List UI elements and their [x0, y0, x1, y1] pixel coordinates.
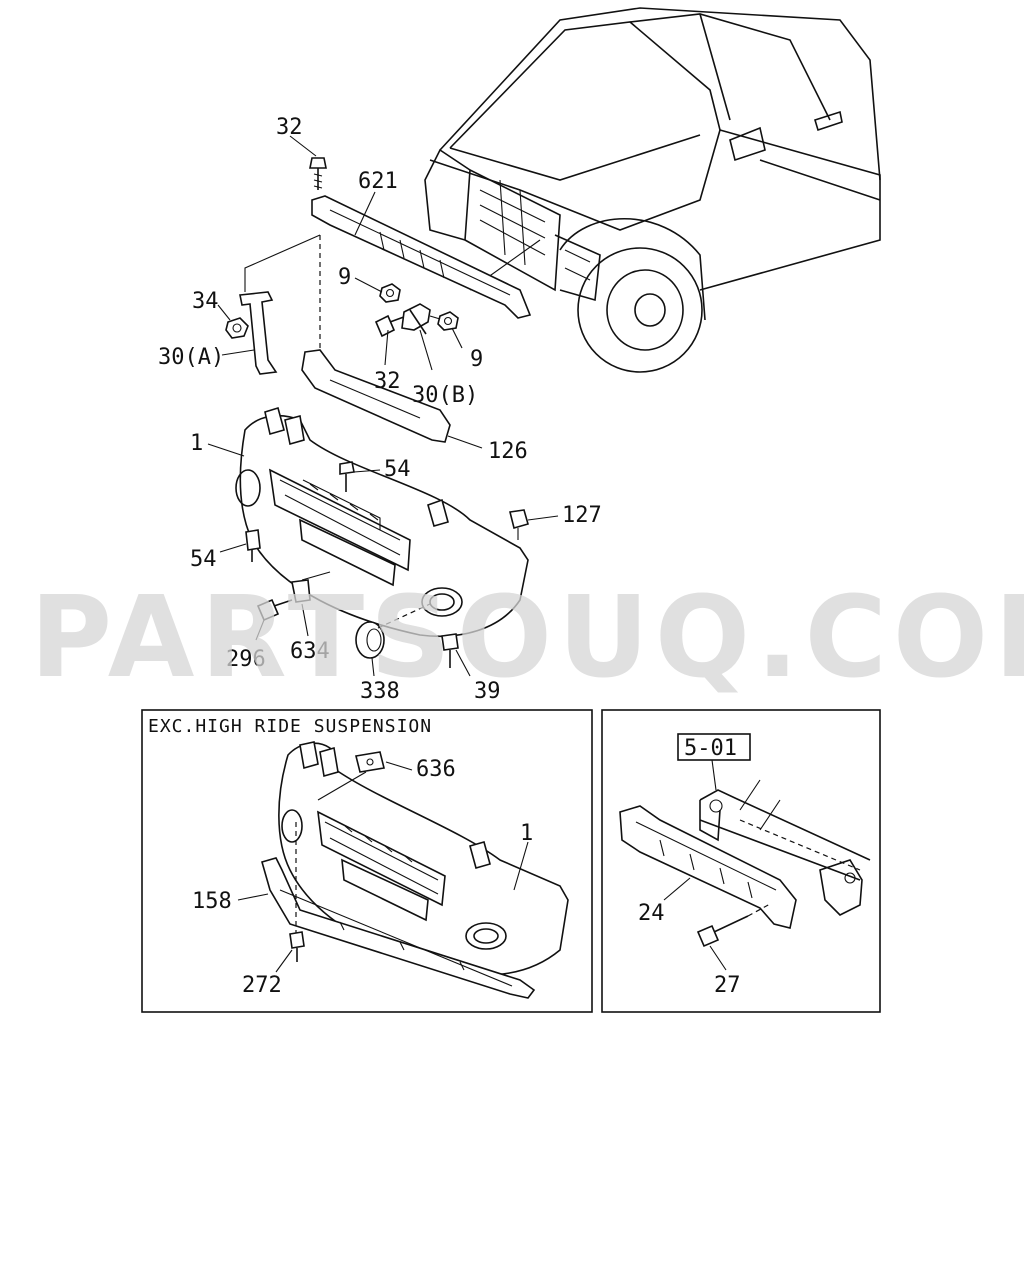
- label-54-a: 54: [384, 457, 411, 482]
- upper-support-beam: [309, 157, 532, 319]
- label-621: 621: [358, 169, 398, 194]
- label-1: 1: [190, 431, 203, 456]
- fasteners-main: [245, 461, 529, 668]
- label-338: 338: [360, 679, 400, 704]
- label-34: 34: [192, 289, 219, 314]
- label-158: 158: [192, 889, 232, 914]
- label-1-inset: 1: [520, 821, 533, 846]
- watermark: PARTSOUQ.COM: [30, 573, 1024, 703]
- label-5-01: 5-01: [684, 736, 737, 761]
- bracket-30a: [225, 234, 321, 375]
- bolt-and-bracket-30b: [374, 303, 459, 338]
- inset-exc-high-ride: EXC.HIGH RIDE SUSPENSION 636 1 158: [141, 709, 593, 1013]
- front-bumper-main: [235, 406, 529, 638]
- label-127: 127: [562, 503, 602, 528]
- splash-panel-126: [301, 235, 451, 443]
- label-636: 636: [416, 757, 456, 782]
- inset-bumper-reinforcement: 5-01 24 27: [601, 709, 881, 1013]
- labels-main: 32 621 9 34 30(A) 32 30(B) 9 126 1 54 12…: [158, 115, 602, 704]
- label-30a: 30(A): [158, 345, 224, 370]
- label-9-a: 9: [338, 265, 351, 290]
- label-634: 634: [290, 639, 330, 664]
- truck-illustration: [424, 7, 881, 373]
- label-39: 39: [474, 679, 501, 704]
- leader-lines-main: [207, 135, 559, 677]
- label-126: 126: [488, 439, 528, 464]
- reference-box: [677, 733, 751, 761]
- label-272: 272: [242, 973, 282, 998]
- label-24: 24: [638, 901, 665, 926]
- label-27: 27: [714, 973, 741, 998]
- label-32-top: 32: [276, 115, 303, 140]
- label-296: 296: [226, 647, 266, 672]
- inset-caption: EXC.HIGH RIDE SUSPENSION: [148, 716, 432, 737]
- nut-9a: [379, 283, 401, 303]
- label-32-mid: 32: [374, 369, 401, 394]
- label-9-b: 9: [470, 347, 483, 372]
- label-30b: 30(B): [412, 383, 478, 408]
- label-54-b: 54: [190, 547, 217, 572]
